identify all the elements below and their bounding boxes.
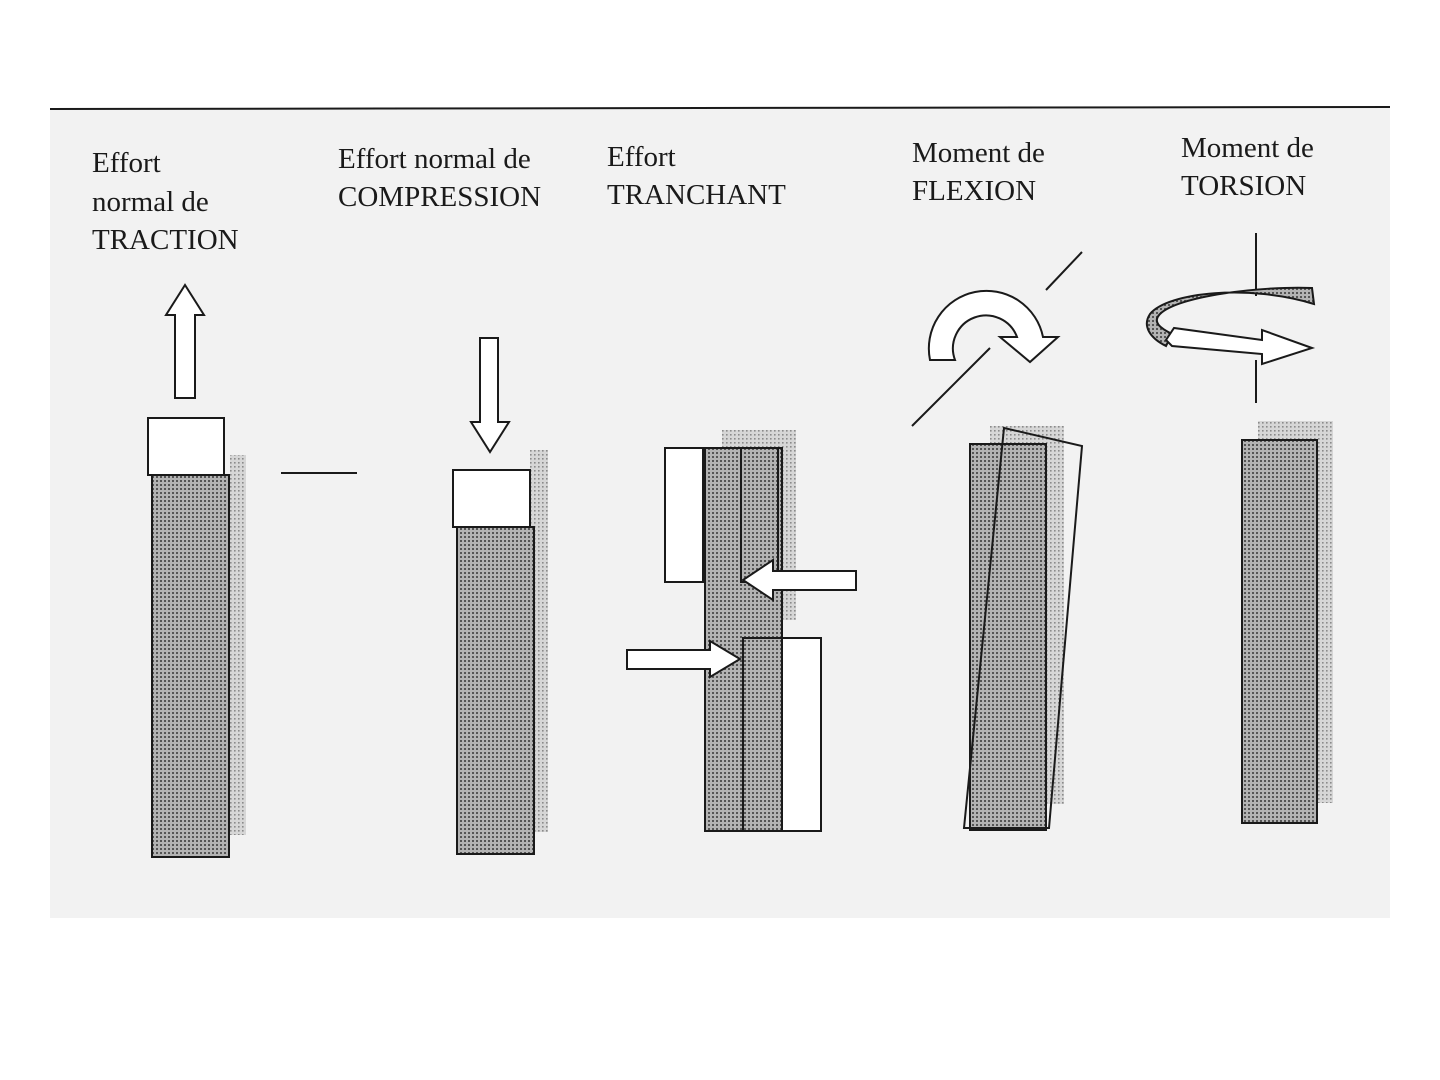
traction-label-line-3: TRACTION — [92, 224, 239, 256]
tranchant-label-line-2: TRANCHANT — [607, 179, 786, 211]
compression-removed-part — [453, 470, 530, 527]
traction-label-line-1: Effort — [92, 147, 161, 179]
torsion-member — [1242, 440, 1317, 823]
compression-label-line-1: Effort normal de — [338, 143, 531, 175]
traction-extension — [148, 418, 224, 475]
tranchant-label-line-1: Effort — [607, 141, 676, 173]
torsion-label-line-2: TORSION — [1181, 170, 1306, 202]
flexion-label-line-2: FLEXION — [912, 175, 1036, 207]
traction-label-line-2: normal de — [92, 186, 209, 218]
torsion-label-line-1: Moment de — [1181, 132, 1314, 164]
traction-shadow — [230, 455, 246, 835]
tranchant-upper-shift — [665, 448, 703, 582]
flexion-label-line-1: Moment de — [912, 137, 1045, 169]
traction-member — [152, 475, 229, 857]
compression-member — [457, 527, 534, 854]
flexion-member — [970, 444, 1046, 830]
compression-label-line-2: COMPRESSION — [338, 181, 541, 213]
tranchant-lower-white — [782, 638, 821, 831]
